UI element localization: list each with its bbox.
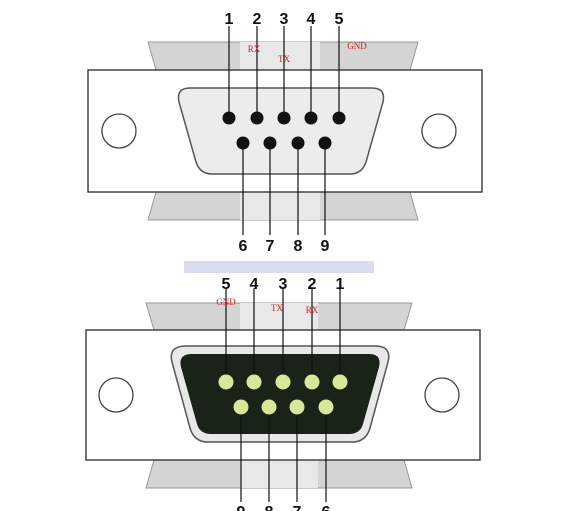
male-pin-6 [318,399,334,415]
male-pin-number: 8 [265,504,274,511]
male-pin-number: 1 [336,276,345,293]
male-cavity [180,354,380,434]
female-pin-number: 8 [294,238,303,255]
female-pin-number: 2 [253,11,262,28]
male-pin-8 [261,399,277,415]
male-pin-4 [246,374,262,390]
male-pin-leaders [225,288,341,502]
male-pin-9 [233,399,249,415]
female-pin-1 [222,111,236,125]
female-pin-3 [277,111,291,125]
male-pin-number: 9 [237,504,246,511]
female-mount-hole-left [101,113,137,149]
male-pin-1 [332,374,348,390]
female-pin-number: 3 [280,11,289,28]
male-pins [218,374,348,415]
male-pin-2 [304,374,320,390]
divider-bar [184,261,374,273]
female-pin-5 [332,111,346,125]
male-pin-number: 5 [222,276,231,293]
male-shell-highlight-bottom [240,460,318,488]
female-pin-number: 9 [321,238,330,255]
female-connector: 1 2 3 4 5 6 7 8 9 RX TX GND [87,11,483,255]
female-pin-leaders [228,26,340,235]
male-pin-5 [218,374,234,390]
female-pin-number: 6 [239,238,248,255]
male-connector: 5 4 3 2 1 9 8 7 6 GND TX RX [85,276,481,511]
female-shell-highlight [240,42,320,70]
male-pin-number: 3 [279,276,288,293]
female-pin-4 [304,111,318,125]
female-shell-highlight-bottom [240,192,320,220]
female-pin-7 [263,136,277,150]
female-pin-2 [250,111,264,125]
male-shell-highlight [240,303,318,330]
male-mount-hole-left [98,377,134,413]
male-pin-number: 2 [308,276,317,293]
female-pin-number: 5 [335,11,344,28]
female-pins [222,111,346,150]
female-mount-hole-right [421,113,457,149]
male-signal-rx: RX [306,305,319,315]
male-pin-7 [289,399,305,415]
male-pin-number: 6 [322,504,331,511]
male-pin-3 [275,374,291,390]
female-pin-number: 7 [266,238,275,255]
male-signal-gnd: GND [216,297,236,307]
male-mount-hole-right [424,377,460,413]
male-pin-number: 7 [293,504,302,511]
male-signal-tx: TX [271,303,283,313]
female-signal-tx: TX [278,54,290,64]
female-cavity [177,87,385,175]
female-pin-number: 1 [225,11,234,28]
female-signal-rx: RX [248,44,261,54]
female-pin-9 [318,136,332,150]
female-signal-gnd: GND [347,41,367,51]
female-pin-6 [236,136,250,150]
male-pin-number: 4 [250,276,259,293]
female-pin-number: 4 [307,11,316,28]
female-pin-8 [291,136,305,150]
